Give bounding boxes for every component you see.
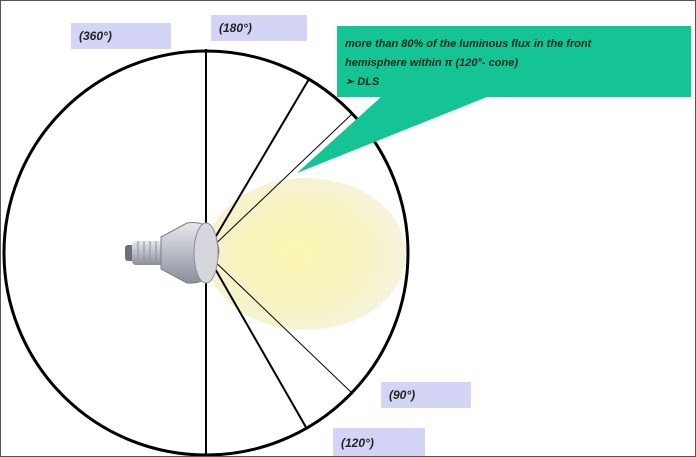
cone-120-lower-line [205,252,308,430]
light-beam [206,178,406,330]
angle-label-180: (180°) [211,15,307,41]
reflector-lamp-icon [125,222,220,284]
angle-label-90: (90°) [381,382,471,408]
angle-label-360: (360°) [71,23,171,49]
angle-label-120: (120°) [333,428,425,456]
callout-line-3: ➢ DLS [345,76,380,88]
cone-120-upper-line [205,78,310,254]
callout-line-1: more than 80% of the luminous flux in th… [345,38,592,50]
callout-line-2: hemisphere within π (120°- cone) [345,57,518,69]
callout-text: more than 80% of the luminous flux in th… [345,35,691,92]
cone-90-lower-line [205,252,354,395]
cone-90-upper-line [205,112,354,254]
callout-box [297,26,691,173]
